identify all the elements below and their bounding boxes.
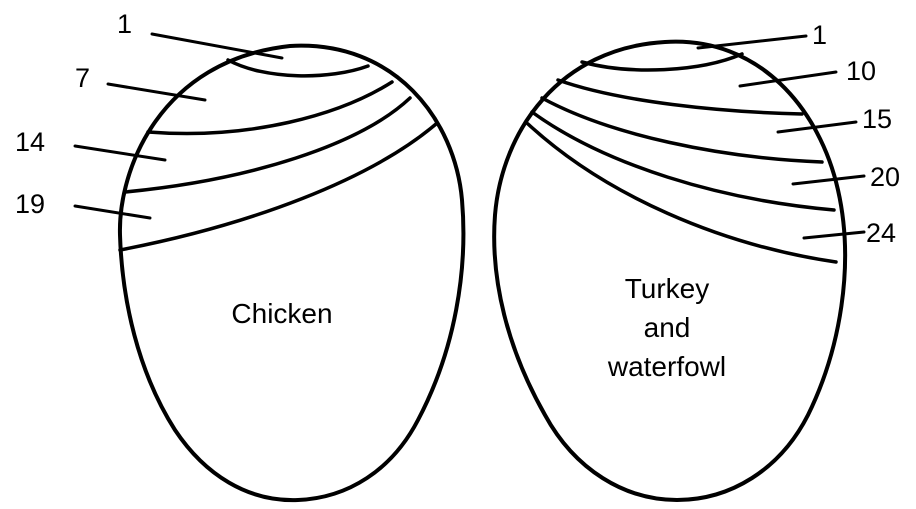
chicken-name-label: Chicken (231, 298, 332, 329)
turkey-egg: 1 10 15 20 24 Turkey and waterfowl (494, 20, 900, 500)
turkey-label-day-20: 20 (870, 162, 900, 192)
chicken-label-day-1: 1 (117, 9, 132, 39)
chicken-leader-day-14 (75, 146, 165, 160)
chicken-band-day-1 (228, 60, 368, 76)
turkey-label-day-15: 15 (862, 104, 892, 134)
turkey-band-day-15 (542, 98, 822, 162)
turkey-leader-day-20 (793, 176, 864, 184)
chicken-label-day-19: 19 (15, 189, 45, 219)
chicken-leader-day-1 (152, 34, 282, 58)
chicken-leader-day-19 (75, 206, 150, 218)
turkey-name-line-3: waterfowl (607, 351, 726, 382)
turkey-leader-day-24 (804, 232, 864, 238)
chicken-label-day-14: 14 (15, 127, 45, 157)
turkey-label-day-24: 24 (866, 218, 896, 248)
turkey-leader-day-10 (740, 72, 836, 86)
turkey-name-line-1: Turkey (625, 273, 710, 304)
turkey-label-day-10: 10 (846, 56, 876, 86)
turkey-label-day-1: 1 (812, 20, 827, 50)
chicken-egg-outline (120, 46, 463, 500)
chicken-band-day-14 (125, 98, 410, 192)
chicken-label-day-7: 7 (75, 63, 90, 93)
chicken-egg: 1 7 14 19 Chicken (15, 9, 463, 500)
turkey-egg-outline (494, 42, 845, 500)
turkey-band-day-10 (558, 80, 802, 114)
turkey-leader-day-1 (698, 36, 806, 48)
turkey-name-line-2: and (644, 312, 691, 343)
